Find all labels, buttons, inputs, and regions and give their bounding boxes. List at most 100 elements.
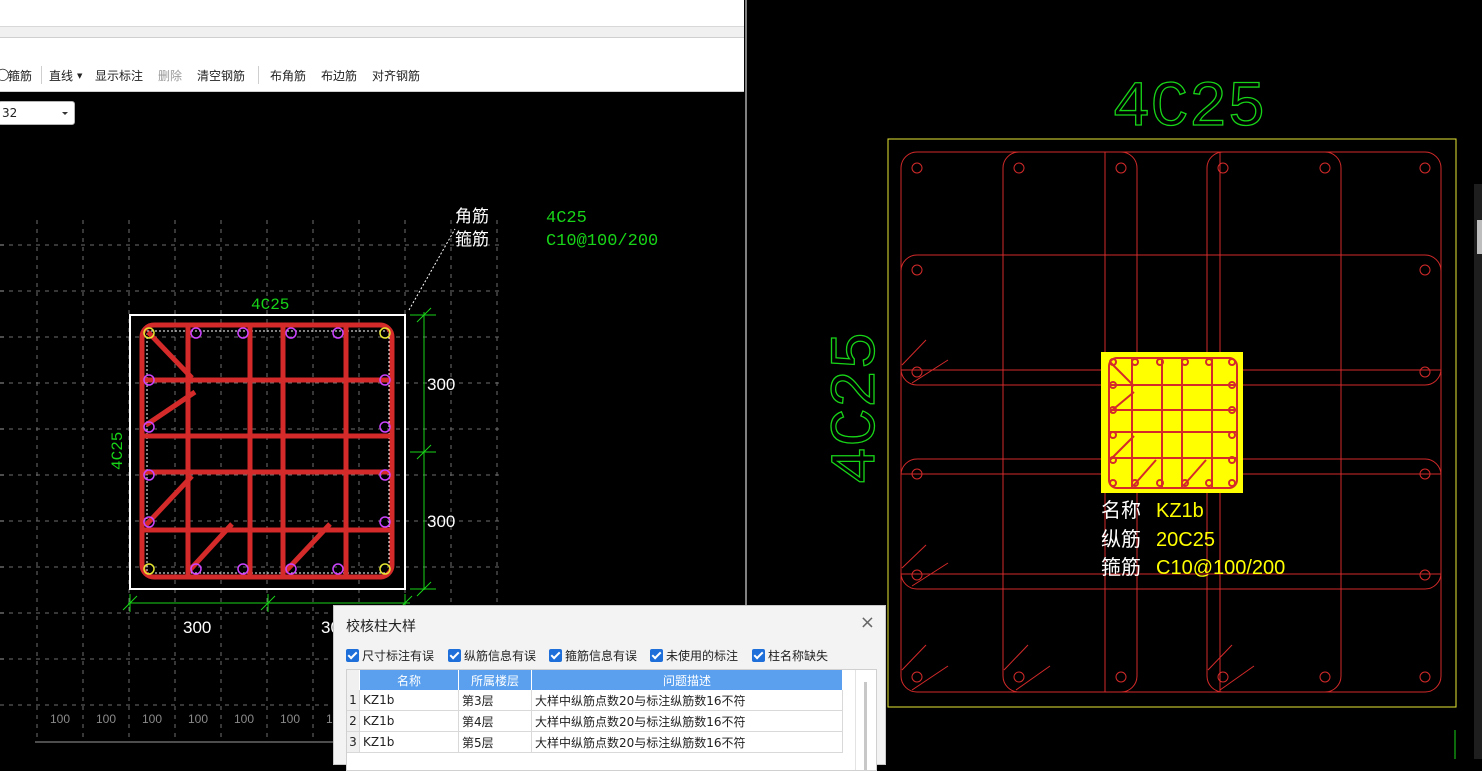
grid-label: 100 xyxy=(280,712,300,726)
outer-stirrup xyxy=(900,151,1442,693)
leader-line xyxy=(408,228,456,311)
radio-stirrup-icon[interactable]: ◯ xyxy=(0,67,10,81)
column-header-floor[interactable]: 所属楼层 xyxy=(458,670,532,690)
right-rebar-labels: 4C25 4C25 xyxy=(821,72,1266,485)
check-stirrup-error[interactable]: 箍筋信息有误 xyxy=(549,647,637,664)
column-header-name[interactable]: 名称 xyxy=(359,670,459,690)
tab-content-area xyxy=(0,37,744,60)
row-number: 3 xyxy=(347,731,360,753)
longitudinal-bars[interactable] xyxy=(143,327,391,575)
window-title-bar xyxy=(0,0,744,26)
grid-label: 100 xyxy=(142,712,162,726)
dimension-right-2: 300 xyxy=(427,512,455,531)
tool-line-dropdown[interactable]: 直线 xyxy=(49,69,74,83)
chevron-down-icon xyxy=(62,112,68,115)
right-scrollbar[interactable] xyxy=(1474,184,1482,759)
cell-name: KZ1b xyxy=(359,731,459,753)
cell-name: KZ1b xyxy=(359,710,459,732)
cell-floor: 第5层 xyxy=(458,731,532,753)
cell-description: 大样中纵筋点数20与标注纵筋数16不符 xyxy=(531,690,843,711)
column-outline[interactable] xyxy=(129,314,406,590)
legend-corner-label: 角筋 xyxy=(455,207,489,228)
tool-show-dimension[interactable]: 显示标注 xyxy=(95,69,144,83)
stirrup-value: C10@100/200 xyxy=(1156,557,1285,579)
close-icon[interactable]: × xyxy=(859,612,875,633)
legend-stirrup-label: 箍筋 xyxy=(455,230,489,251)
cell-description: 大样中纵筋点数20与标注纵筋数16不符 xyxy=(531,710,843,732)
legend-corner-value: 4C25 xyxy=(546,209,587,228)
row-number-header xyxy=(347,670,360,690)
name-label: 名称 xyxy=(1101,499,1141,522)
tool-place-side-rebar[interactable]: 布边筋 xyxy=(321,69,358,83)
diameter-value: 32 xyxy=(2,106,18,120)
left-annotations: 角筋 4C25 箍筋 C10@100/200 4C25 4C25 300 300… xyxy=(109,207,658,637)
checkbox-checked-icon[interactable] xyxy=(549,649,562,662)
dimension-right-1: 300 xyxy=(427,375,455,394)
table-row[interactable]: 2 KZ1b 第4层 大样中纵筋点数20与标注纵筋数16不符 xyxy=(347,710,843,732)
tool-clear-rebar[interactable]: 清空钢筋 xyxy=(197,69,246,83)
checkbox-checked-icon[interactable] xyxy=(650,649,663,662)
check-longitudinal-error[interactable]: 纵筋信息有误 xyxy=(448,647,536,664)
right-cad-canvas[interactable]: 4C25 4C25 xyxy=(744,0,1482,759)
longitudinal-label: 纵筋 xyxy=(1101,528,1141,551)
check-dimension-error[interactable]: 尺寸标注有误 xyxy=(346,647,434,664)
dimension-lines xyxy=(122,307,436,612)
grid-label: 100 xyxy=(50,712,70,726)
cover-line xyxy=(146,330,390,574)
toolbar-separator xyxy=(258,66,259,84)
grid-label: 100 xyxy=(234,712,254,726)
toolbar: ◯ 箍筋 直线 ▼ 显示标注 删除 清空钢筋 布角筋 布边筋 对齐钢筋 xyxy=(0,59,744,92)
column-outline[interactable] xyxy=(887,138,1457,708)
top-rebar-label: 4C25 xyxy=(251,296,289,314)
scrollbar-thumb[interactable] xyxy=(864,682,867,770)
cell-description: 大样中纵筋点数20与标注纵筋数16不符 xyxy=(531,731,843,753)
scrollbar-thumb[interactable] xyxy=(1477,220,1482,254)
toolbar-separator xyxy=(41,66,42,84)
longitudinal-value: 20C25 xyxy=(1156,529,1215,551)
cell-floor: 第4层 xyxy=(458,710,532,732)
longitudinal-bars[interactable] xyxy=(911,162,1431,683)
side-rebar-label: 4C25 xyxy=(109,432,127,470)
cell-floor: 第3层 xyxy=(458,690,532,711)
table-scrollbar[interactable] xyxy=(855,670,876,770)
checkbox-checked-icon[interactable] xyxy=(346,649,359,662)
tool-stirrup[interactable]: 箍筋 xyxy=(8,69,33,83)
grid-label: 100 xyxy=(188,712,208,726)
stirrups[interactable] xyxy=(139,322,395,580)
issue-table: 名称 所属楼层 问题描述 1 KZ1b 第3层 大样中纵筋点数20与标注纵筋数1… xyxy=(346,669,877,771)
check-missing-column-name[interactable]: 柱名称缺失 xyxy=(752,647,828,664)
column-info-labels: 名称 KZ1b 纵筋 20C25 箍筋 C10@100/200 xyxy=(1101,499,1285,579)
tool-align-rebar[interactable]: 对齐钢筋 xyxy=(372,69,421,83)
outer-stirrup xyxy=(139,322,395,580)
top-rebar-label: 4C25 xyxy=(1112,73,1266,145)
legend-stirrup-value: C10@100/200 xyxy=(546,232,658,251)
diameter-select[interactable]: 32 xyxy=(0,101,75,125)
stirrup-label: 箍筋 xyxy=(1101,556,1141,579)
table-row[interactable]: 3 KZ1b 第5层 大样中纵筋点数20与标注纵筋数16不符 xyxy=(347,731,843,753)
dialog-title: 校核柱大样 xyxy=(346,619,416,635)
checkbox-checked-icon[interactable] xyxy=(448,649,461,662)
check-unused-annotation[interactable]: 未使用的标注 xyxy=(650,647,738,664)
hook xyxy=(144,474,194,527)
hook xyxy=(146,330,194,380)
row-number: 1 xyxy=(347,690,360,711)
grid-label: 100 xyxy=(96,712,116,726)
highlighted-column-detail[interactable] xyxy=(1101,352,1243,493)
table-row[interactable]: 1 KZ1b 第3层 大样中纵筋点数20与标注纵筋数16不符 xyxy=(347,690,843,711)
left-drawing-canvas[interactable]: 100 100 100 100 100 100 100 100 xyxy=(0,0,744,759)
tool-delete[interactable]: 删除 xyxy=(158,69,183,83)
cell-name: KZ1b xyxy=(359,690,459,711)
chevron-down-icon[interactable]: ▼ xyxy=(77,72,83,80)
column-header-description[interactable]: 问题描述 xyxy=(531,670,843,690)
table-header-row: 名称 所属楼层 问题描述 xyxy=(347,670,843,690)
check-column-detail-dialog[interactable]: 校核柱大样 × 尺寸标注有误 纵筋信息有误 箍筋信息有误 未使用的标注 柱名称缺… xyxy=(333,605,886,771)
tool-place-corner-rebar[interactable]: 布角筋 xyxy=(270,69,307,83)
side-rebar-label: 4C25 xyxy=(822,331,894,485)
hook xyxy=(144,389,197,428)
checkbox-checked-icon[interactable] xyxy=(752,649,765,662)
row-number: 2 xyxy=(347,710,360,732)
name-value: KZ1b xyxy=(1156,500,1204,522)
dimension-bottom-1: 300 xyxy=(183,618,211,637)
column-editor-window: ◯ 箍筋 直线 ▼ 显示标注 删除 清空钢筋 布角筋 布边筋 对齐钢筋 32 xyxy=(0,0,744,759)
grid-axis xyxy=(0,244,340,743)
